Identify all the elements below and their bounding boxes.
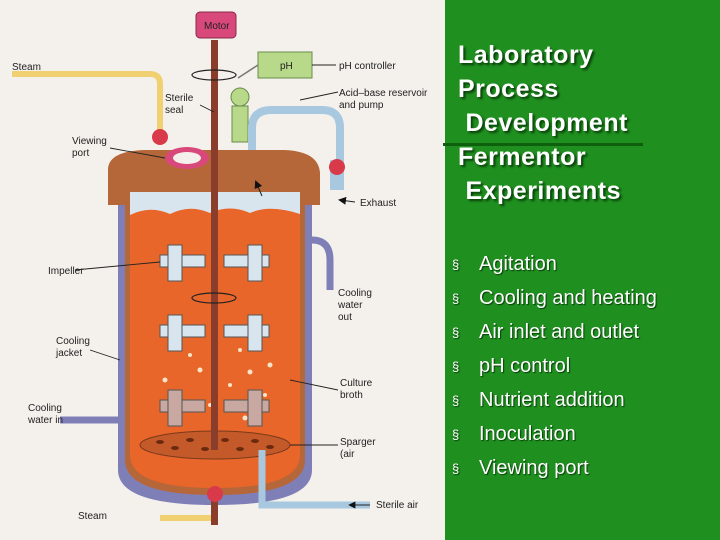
label-culture-broth-2: broth — [340, 390, 363, 401]
label-sparger-1: Sparger — [340, 437, 376, 448]
bullet-item: § Inoculation — [452, 420, 714, 449]
bullet-text: Cooling and heating — [479, 287, 657, 309]
label-sterile-seal-1: Sterile — [165, 93, 194, 104]
label-cooling-in-2: water in — [27, 415, 63, 426]
label-viewing-port-1: Viewing — [72, 136, 107, 147]
fermentor-diagram: Motor pH pH controller Steam Sterile sea… — [0, 0, 445, 540]
label-sparger-2: (air — [340, 449, 355, 460]
label-motor: Motor — [204, 21, 230, 32]
bullet-marker-icon: § — [452, 325, 460, 340]
exhaust-arrow — [338, 196, 356, 205]
sterile-air-pipe — [258, 450, 370, 509]
fermentor-diagram-svg: Motor pH pH controller Steam Sterile sea… — [12, 11, 429, 525]
bullet-marker-icon: § — [452, 359, 460, 374]
ph-probe-wire — [237, 64, 259, 79]
label-cooling-out-3: out — [338, 312, 352, 323]
steam-pipe-top — [12, 71, 163, 135]
bullet-text: Air inlet and outlet — [479, 321, 640, 343]
cooling-water-out-pipe — [311, 236, 334, 290]
leader-lines — [74, 91, 370, 509]
acid-base-tube — [248, 106, 344, 160]
viewing-port-glass — [173, 152, 201, 164]
bullet-text: Viewing port — [479, 457, 589, 479]
title-line-1: Laboratory — [458, 41, 594, 69]
title-line-3: Development — [458, 109, 628, 137]
label-steam-bottom: Steam — [78, 511, 107, 522]
label-steam-top: Steam — [12, 62, 41, 73]
rotation-arrow-middle — [191, 292, 237, 304]
title-line-4: Fermentor — [458, 143, 587, 171]
label-cooling-jacket-2: jacket — [55, 348, 82, 359]
slide-title: Laboratory Process Development Fermentor… — [458, 38, 713, 208]
label-cooling-out-2: water — [337, 300, 363, 311]
label-cooling-jacket-1: Cooling — [56, 336, 90, 347]
label-acid-base-2: and pump — [339, 100, 384, 111]
bullet-marker-icon: § — [452, 291, 460, 306]
ph-probe-head — [230, 87, 250, 107]
bullet-marker-icon: § — [452, 393, 460, 408]
bullet-item: § Nutrient addition — [452, 386, 714, 415]
title-line-2: Process — [458, 75, 559, 103]
label-sterile-seal-2: seal — [165, 105, 183, 116]
label-acid-base-1: Acid–base reservoir — [339, 88, 428, 99]
label-ph-box: pH — [280, 61, 293, 72]
rotation-arrow-top — [191, 69, 237, 81]
sparger-holes — [156, 438, 274, 451]
title-line-5: Experiments — [458, 177, 622, 205]
bullet-list: § Agitation § Cooling and heating § Air inl… — [452, 250, 714, 488]
bullet-text: Agitation — [479, 253, 557, 275]
bullet-text: Nutrient addition — [479, 389, 625, 411]
bullet-item: § Viewing port — [452, 454, 714, 483]
bullet-marker-icon: § — [452, 257, 460, 272]
label-impeller: Impeller — [48, 266, 84, 277]
label-ph-controller: pH controller — [339, 61, 396, 72]
gas-arrow — [254, 180, 263, 197]
impeller-upper — [159, 244, 270, 282]
impeller-lower — [159, 389, 270, 427]
impeller-middle — [159, 314, 270, 352]
drain-pipe — [211, 495, 218, 525]
bullet-item: § pH control — [452, 352, 714, 381]
steam-valve-top — [152, 129, 168, 145]
ph-probe-body — [231, 105, 249, 143]
label-exhaust: Exhaust — [360, 198, 396, 209]
bullet-item: § Agitation — [452, 250, 714, 279]
motor — [195, 11, 237, 39]
bullet-item: § Air inlet and outlet — [452, 318, 714, 347]
label-sterile-air: Sterile air — [376, 500, 419, 511]
label-culture-broth-1: Culture — [340, 378, 373, 389]
bullet-text: pH control — [479, 355, 571, 377]
ph-box — [257, 51, 313, 79]
label-cooling-in-1: Cooling — [28, 403, 62, 414]
label-viewing-port-2: port — [72, 148, 89, 159]
bullet-marker-icon: § — [452, 461, 460, 476]
title-divider — [443, 143, 643, 146]
bullet-marker-icon: § — [452, 427, 460, 442]
bullet-item: § Cooling and heating — [452, 284, 714, 313]
exhaust-valve — [329, 159, 345, 175]
bullet-text: Inoculation — [479, 423, 576, 445]
label-cooling-out-1: Cooling — [338, 288, 372, 299]
agitator-shaft — [211, 40, 218, 450]
drain-valve — [207, 486, 223, 502]
